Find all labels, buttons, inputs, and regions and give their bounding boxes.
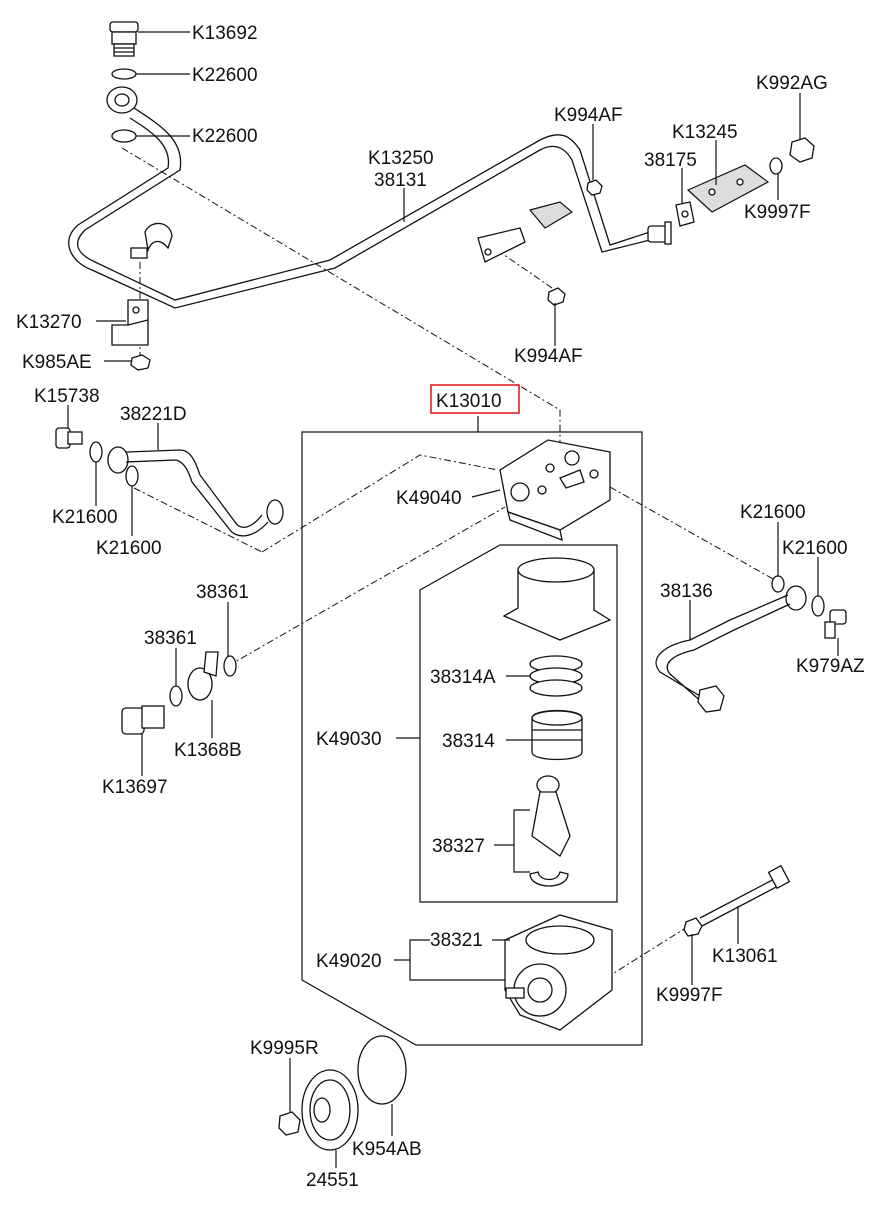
- label-k9997f-top[interactable]: K9997F: [744, 202, 811, 223]
- label-24551[interactable]: 24551: [306, 1170, 359, 1191]
- washer-38361-b: [169, 685, 183, 707]
- label-k13692[interactable]: K13692: [192, 23, 258, 44]
- highlight-box-k13010: [430, 384, 520, 414]
- washer-k9997f-low: [683, 917, 703, 937]
- label-k22600-a[interactable]: K22600: [192, 65, 258, 86]
- label-k13061[interactable]: K13061: [712, 946, 778, 967]
- o-ring-k954ab: [357, 1035, 407, 1105]
- nut-k994af-top: [586, 179, 603, 196]
- bolt-k15738: [55, 427, 83, 449]
- label-38314a[interactable]: 38314A: [430, 667, 496, 688]
- washer-k21600-l2: [125, 465, 139, 487]
- piston-rings-38314a: [529, 655, 583, 697]
- label-38136[interactable]: 38136: [660, 581, 713, 602]
- cylinder-head-k49040: [499, 439, 611, 542]
- label-k985ae[interactable]: K985AE: [22, 352, 92, 373]
- piston-38314: [531, 709, 583, 761]
- pipe-clamp-bracket: [130, 222, 173, 259]
- banjo-fitting-top: [106, 86, 138, 114]
- crankcase-k49020: [504, 914, 613, 1031]
- label-38361-b[interactable]: 38361: [144, 628, 197, 649]
- banjo-bolt-top: [109, 21, 139, 57]
- label-38321[interactable]: 38321: [430, 930, 483, 951]
- label-k13250[interactable]: K13250: [368, 148, 434, 169]
- leader-lines: [67, 31, 839, 1168]
- washer-k22600-a: [111, 68, 137, 80]
- pipe-38136: [655, 585, 807, 713]
- washer-k22600-b: [111, 129, 137, 143]
- connecting-rod-38327: [529, 775, 571, 887]
- label-k994af-mid[interactable]: K994AF: [514, 346, 583, 367]
- pipe-38221d: [107, 446, 284, 537]
- label-k992ag[interactable]: K992AG: [756, 73, 828, 94]
- cylinder-liner: [502, 557, 612, 641]
- label-38361-a[interactable]: 38361: [196, 582, 249, 603]
- label-k22600-b[interactable]: K22600: [192, 126, 258, 147]
- label-k13245[interactable]: K13245: [672, 122, 738, 143]
- label-k979az[interactable]: K979AZ: [796, 656, 865, 677]
- washer-k21600-r2: [811, 595, 825, 617]
- long-pipe-k13250: [68, 107, 672, 309]
- label-38175[interactable]: 38175: [644, 150, 697, 171]
- gear-24551: [301, 1069, 359, 1151]
- label-38131[interactable]: 38131: [374, 170, 427, 191]
- label-k9997f-low[interactable]: K9997F: [656, 985, 723, 1006]
- banjo-bolt-k13697: [121, 705, 165, 735]
- label-k994af-top[interactable]: K994AF: [554, 105, 623, 126]
- washer-38361-a: [223, 655, 237, 677]
- nut-k994af-mid: [547, 287, 566, 306]
- label-k21600-l2[interactable]: K21600: [96, 538, 162, 559]
- label-38221d[interactable]: 38221D: [120, 404, 187, 425]
- label-k21600-l1[interactable]: K21600: [52, 507, 118, 528]
- clip-38175: [675, 201, 695, 227]
- banjo-fitting-k1368b: [187, 651, 219, 701]
- nut-k985ae: [130, 354, 151, 371]
- pipe-clip-plate: [477, 201, 574, 263]
- label-k9995r[interactable]: K9995R: [250, 1038, 319, 1059]
- washer-k21600-r1: [771, 575, 785, 593]
- label-k49020[interactable]: K49020: [316, 951, 382, 972]
- label-38327[interactable]: 38327: [432, 836, 485, 857]
- label-k1368b[interactable]: K1368B: [174, 740, 242, 761]
- label-k954ab[interactable]: K954AB: [352, 1139, 422, 1160]
- nut-k9995r: [278, 1111, 301, 1136]
- bracket-k13270: [111, 299, 149, 346]
- assembly-boundaries: [301, 416, 643, 1046]
- nut-k992ag: [789, 137, 815, 163]
- washer-k21600-l1: [89, 441, 103, 463]
- label-k21600-r1[interactable]: K21600: [740, 502, 806, 523]
- clamp-plate-k13245: [686, 164, 770, 213]
- label-k13270[interactable]: K13270: [16, 312, 82, 333]
- part-labels: K13692 K22600 K22600 K13250 38131 K994AF…: [16, 23, 865, 1191]
- label-k15738[interactable]: K15738: [34, 386, 100, 407]
- label-k49030[interactable]: K49030: [316, 729, 382, 750]
- label-k49040[interactable]: K49040: [396, 488, 462, 509]
- label-k13010[interactable]: K13010: [436, 391, 502, 412]
- stud-bolt-k13061: [699, 864, 791, 927]
- label-38314[interactable]: 38314: [442, 731, 495, 752]
- bolt-k979az: [824, 609, 847, 639]
- label-k13697[interactable]: K13697: [102, 777, 168, 798]
- washer-k9997f-top: [769, 157, 783, 175]
- label-k21600-r2[interactable]: K21600: [782, 538, 848, 559]
